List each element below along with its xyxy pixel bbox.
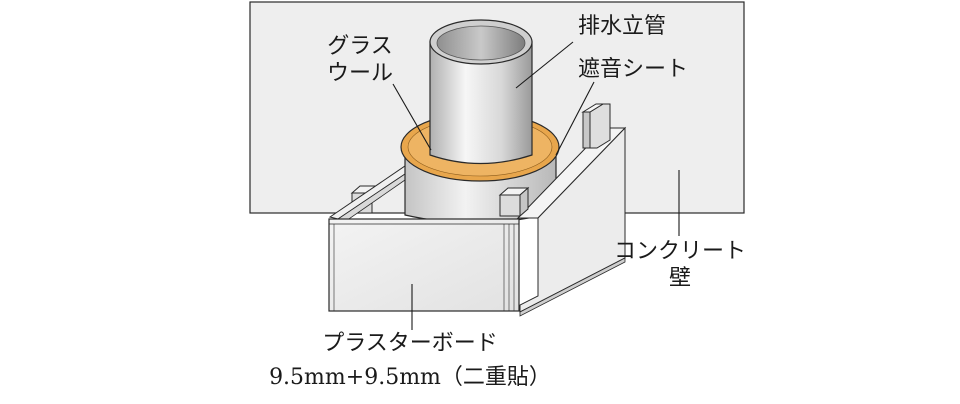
- label-plasterboard-1: プラスターボード: [322, 331, 498, 356]
- label-concrete-wall-2: 壁: [668, 266, 691, 291]
- front-stud-center: [498, 186, 530, 218]
- label-drain-pipe: 排水立管: [578, 14, 667, 39]
- leader-lines: [392, 41, 680, 330]
- label-glass-wool-1: グラス: [327, 34, 393, 59]
- drain-pipe: [429, 19, 533, 165]
- label-concrete-wall-1: コンクリート: [613, 239, 746, 264]
- frame-right-side: [516, 126, 627, 317]
- rear-stud-right: [581, 103, 611, 149]
- plasterboard-front: [328, 218, 520, 312]
- leader-sound-sheet: [555, 81, 595, 156]
- label-sound-sheet: 遮音シート: [578, 57, 689, 82]
- label-plasterboard-2: 9.5mm+9.5mm（二重貼）: [269, 365, 551, 390]
- leader-drain-pipe: [515, 41, 574, 89]
- leader-glass-wool: [392, 83, 432, 151]
- label-glass-wool-2: ウール: [326, 61, 393, 86]
